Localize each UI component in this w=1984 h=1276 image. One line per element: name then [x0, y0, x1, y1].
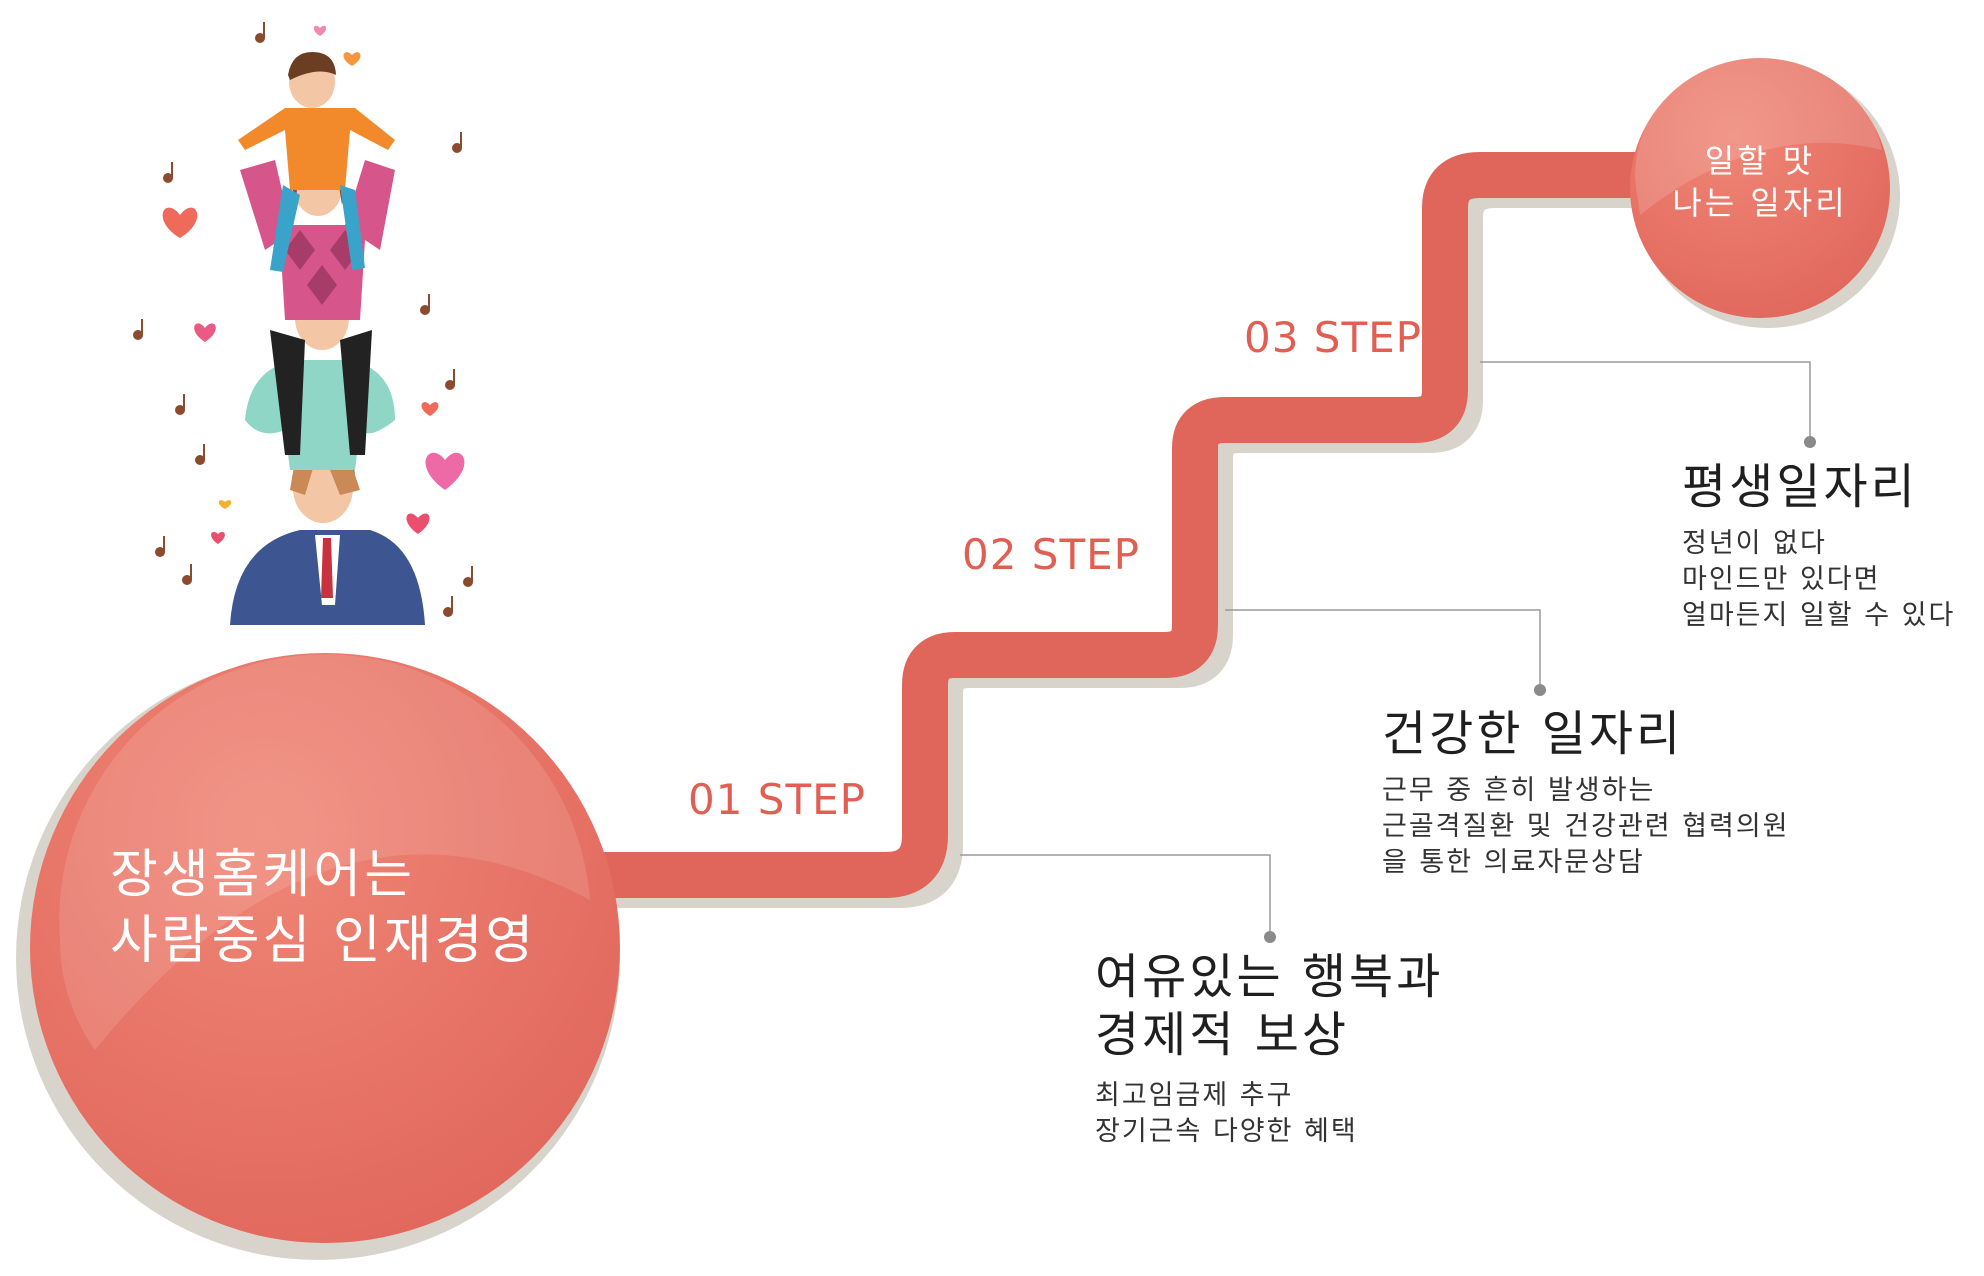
goal-circle-line1: 일할 맛 — [1704, 142, 1816, 180]
main-circle-line1: 장생홈케어는 — [110, 845, 416, 905]
goal-circle-line2: 나는 일자리 — [1672, 184, 1848, 222]
connector-step2 — [1225, 609, 1541, 688]
main-circle-label: 장생홈케어는 사람중심 인재경영 — [110, 842, 536, 974]
benefit-2-desc-line2: 근골격질환 및 건강관련 협력의원 — [1382, 811, 1790, 842]
goal-circle — [1630, 58, 1890, 318]
benefit-2-desc-line1: 근무 중 흔히 발생하는 — [1382, 775, 1656, 806]
step-label-02: 02 STEP — [962, 530, 1140, 579]
benefit-2: 건강한 일자리 근무 중 흔히 발생하는 근골격질환 및 건강관련 협력의원 을… — [1382, 705, 1790, 881]
benefit-1-desc-line1: 최고임금제 추구 — [1095, 1080, 1294, 1111]
main-circle — [30, 653, 620, 1243]
benefit-3-desc-line1: 정년이 없다 — [1682, 528, 1827, 559]
benefit-2-desc-line3: 을 통한 의료자문상담 — [1382, 847, 1645, 878]
benefit-3-desc-line2: 마인드만 있다면 — [1682, 564, 1881, 595]
goal-circle-label: 일할 맛 나는 일자리 — [1640, 140, 1880, 224]
benefit-3-desc-line3: 얼마든지 일할 수 있다 — [1682, 600, 1956, 631]
connector-step1 — [960, 854, 1271, 935]
benefit-1-title-line1: 여유있는 행복과 — [1095, 949, 1444, 1005]
benefit-2-title-line1: 건강한 일자리 — [1382, 706, 1684, 762]
main-circle-highlight — [59, 654, 591, 1050]
benefit-3-title-line1: 평생일자리 — [1682, 459, 1918, 515]
step-label-01: 01 STEP — [688, 775, 866, 824]
benefit-1-title-line2: 경제적 보상 — [1095, 1007, 1350, 1063]
connector-step3 — [1480, 361, 1811, 440]
benefit-1: 여유있는 행복과 경제적 보상 최고임금제 추구 장기근속 다양한 혜택 — [1095, 948, 1443, 1150]
main-circle-line2: 사람중심 인재경영 — [110, 911, 537, 971]
step-label-03: 03 STEP — [1244, 313, 1422, 362]
people-illustration — [133, 22, 473, 625]
benefit-3: 평생일자리 정년이 없다 마인드만 있다면 얼마든지 일할 수 있다 — [1682, 458, 1955, 634]
staircase-path — [585, 152, 1640, 898]
benefit-1-desc-line2: 장기근속 다양한 혜택 — [1095, 1116, 1358, 1147]
connector-dot-step1 — [1264, 931, 1276, 943]
goal-circle-highlight — [1634, 52, 1882, 215]
connector-dot-step3 — [1804, 436, 1816, 448]
connector-dot-step2 — [1534, 684, 1546, 696]
